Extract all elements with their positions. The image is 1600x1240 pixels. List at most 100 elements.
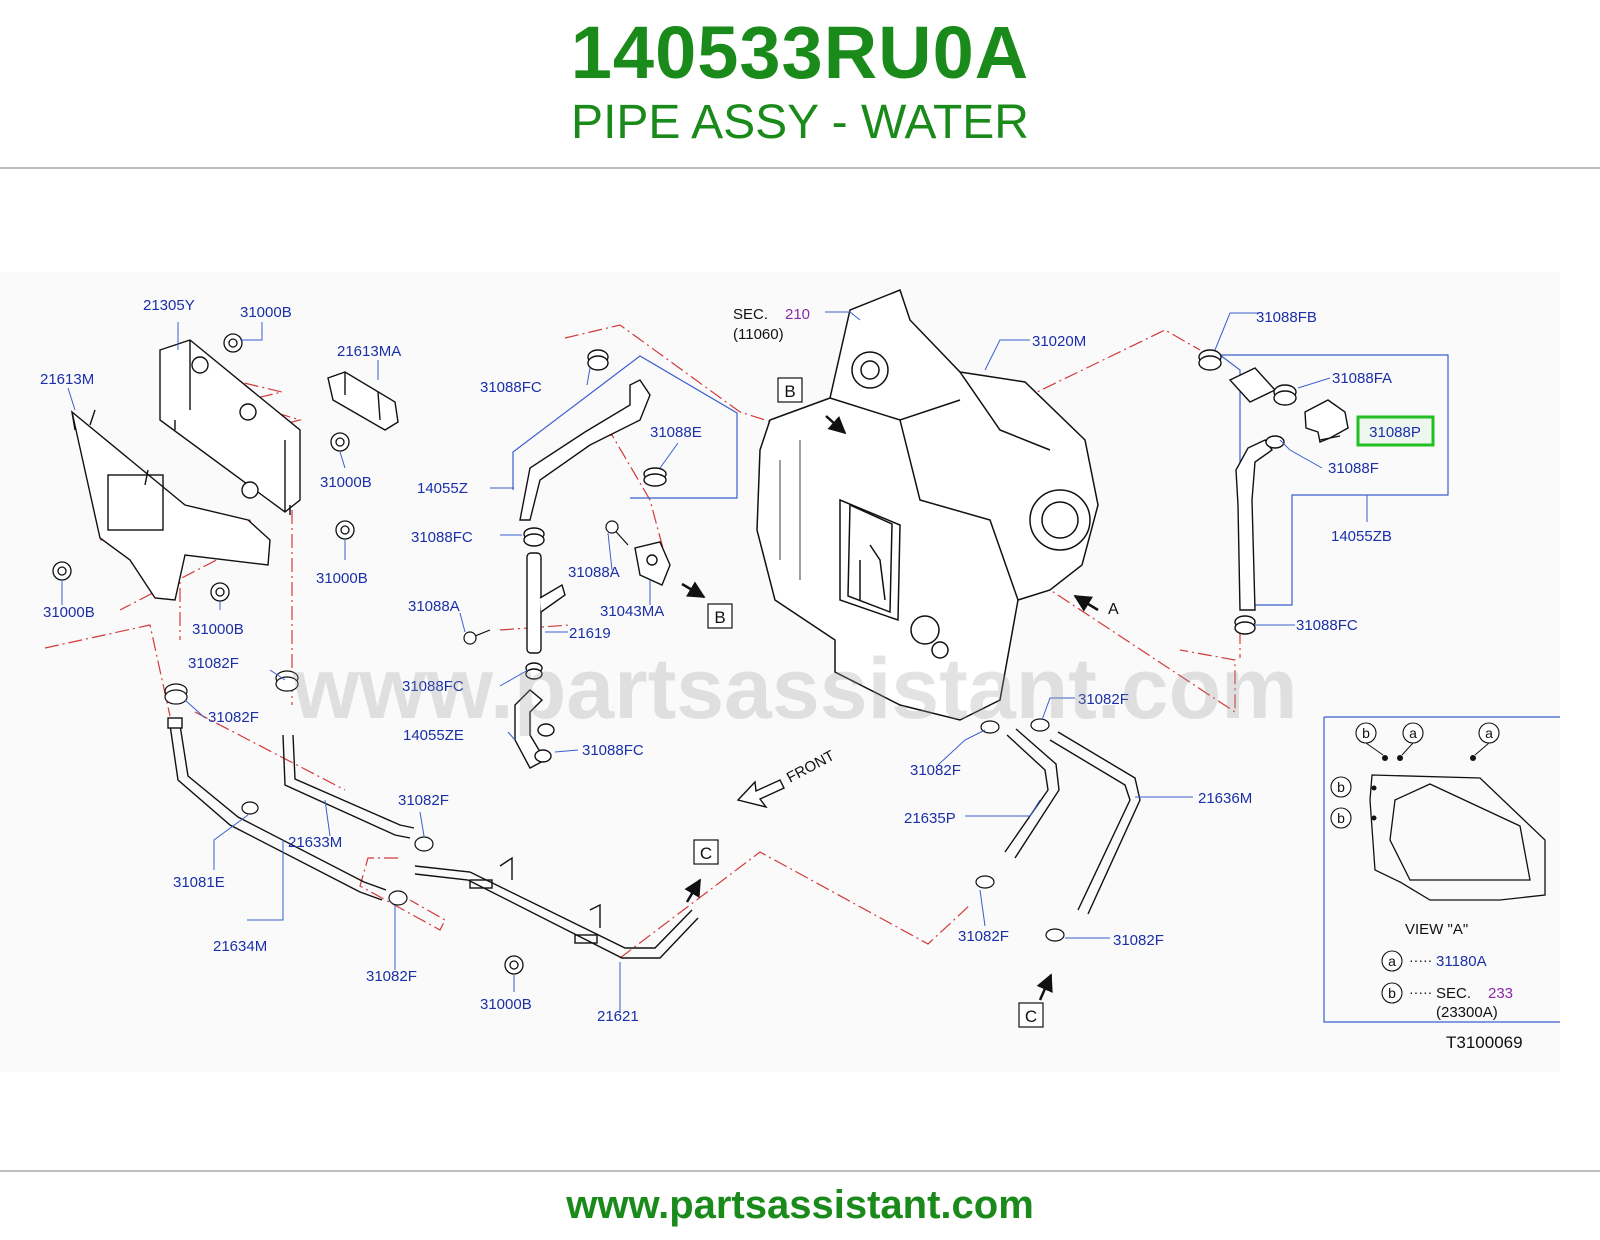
nuts-31000b (52, 333, 524, 975)
callout-21634m: 21634M (213, 938, 267, 955)
callout-31088fa: 31088FA (1332, 370, 1392, 387)
legend-b-sub: (23300A) (1436, 1004, 1498, 1021)
callout-31088fc-d: 31088FC (582, 742, 644, 759)
callout-31088f: 31088F (1328, 460, 1379, 477)
drawing-id: T3100069 (1446, 1033, 1523, 1052)
bracket-21613m (70, 409, 271, 601)
marker-a-2: a (1485, 725, 1493, 741)
callout-21305y: 21305Y (143, 297, 195, 314)
callout-31082f-d: 31082F (366, 968, 417, 985)
callout-31082f-h: 31082F (1113, 932, 1164, 949)
view-a-marker-leaders (1365, 742, 1490, 756)
callout-labels: 21305Y 31000B 21613M 21613MA 31000B 3100… (40, 297, 1392, 1025)
callout-21613m: 21613M (40, 371, 94, 388)
highlight-box-31088p (1356, 415, 1435, 447)
hose-21635p (1004, 728, 1060, 859)
legend-a-value: 31180A (1436, 953, 1487, 970)
hose-14055z (519, 349, 667, 547)
callout-31088e: 31088E (650, 424, 702, 441)
callout-31000b-a: 31000B (240, 304, 292, 321)
callout-31081e: 31081E (173, 874, 225, 891)
view-a-cover (1369, 755, 1546, 901)
callout-31082f-f: 31082F (910, 762, 961, 779)
callout-31082f-c: 31082F (398, 792, 449, 809)
fitting-31088p (1304, 399, 1349, 443)
transmission-31020m (756, 289, 1099, 721)
pipe-21619 (525, 552, 566, 680)
callout-leaders (61, 311, 1368, 1012)
view-ref-boxes (693, 377, 1044, 1028)
callout-21635p: 21635P (904, 810, 956, 827)
hose-21636m (1049, 731, 1141, 915)
callout-31000b-c: 31000B (316, 570, 368, 587)
direction-arrows (681, 415, 1099, 1001)
callout-31000b-b: 31000B (320, 474, 372, 491)
callout-14055z: 14055Z (417, 480, 468, 497)
hose-21633m (282, 734, 415, 839)
view-ref-c-left: C (700, 844, 712, 863)
callout-31000b-e: 31000B (192, 621, 244, 638)
callout-31088fb: 31088FB (1256, 309, 1317, 326)
marker-a-1: a (1409, 725, 1417, 741)
marker-b-2: b (1337, 779, 1345, 795)
callout-21633m: 21633M (288, 834, 342, 851)
callout-31043ma: 31043MA (600, 603, 664, 620)
sec-210-sub: (11060) (733, 326, 784, 343)
sec-210-number: 210 (785, 306, 810, 323)
watermark-text: www.partsassistant.com (291, 641, 1297, 737)
legend-b-dots: ····· (1409, 984, 1432, 1000)
view-ref-a: A (1108, 601, 1119, 618)
hose-14055zb (1198, 349, 1297, 635)
hose-21634m (167, 717, 387, 901)
callout-31088a-a: 31088A (568, 564, 620, 581)
callout-31000b-f: 31000B (480, 996, 532, 1013)
callout-31082f-g: 31082F (958, 928, 1009, 945)
tank-21305y (159, 339, 301, 515)
clamps-31082f-right (975, 718, 1065, 942)
callout-31088fc-b: 31088FC (411, 529, 473, 546)
exploded-parts-diagram: B B C C A FRONT 21 (0, 272, 1560, 1072)
sec-210-label: SEC. (733, 306, 768, 323)
view-ref-b-mid: B (714, 608, 725, 627)
callout-31082f-b: 31082F (208, 709, 259, 726)
marker-b-1: b (1362, 725, 1370, 741)
callout-21636m: 21636M (1198, 790, 1252, 807)
callout-21613ma: 21613MA (337, 343, 401, 360)
view-ref-c-right: C (1025, 1007, 1037, 1026)
callout-21619: 21619 (569, 625, 611, 642)
bracket-21613ma (327, 371, 399, 431)
view-ref-b-top: B (784, 382, 795, 401)
callout-31082f-a: 31082F (188, 655, 239, 672)
legend-a-dots: ····· (1409, 952, 1432, 968)
bolts-31088a (463, 520, 629, 645)
footer-divider (0, 1170, 1600, 1172)
callout-31088fc-c: 31088FC (402, 678, 464, 695)
legend-b-label: SEC. (1436, 985, 1471, 1002)
callout-31088fc-a: 31088FC (480, 379, 542, 396)
hose-14055ze (514, 689, 555, 769)
callout-14055zb: 14055ZB (1331, 528, 1392, 545)
page-header: 140533RU0A PIPE ASSY - WATER (0, 0, 1600, 170)
pipe-21621 (414, 856, 699, 959)
callout-14055ze: 14055ZE (403, 727, 464, 744)
clamps-31082f-left (164, 670, 434, 906)
part-number-title: 140533RU0A (570, 11, 1030, 94)
part-name-subtitle: PIPE ASSY - WATER (571, 96, 1029, 149)
legend-marker-a: a (1388, 953, 1396, 969)
footer-website[interactable]: www.partsassistant.com (566, 1183, 1034, 1227)
callout-31088a-b: 31088A (408, 598, 460, 615)
legend-b-number: 233 (1488, 985, 1513, 1002)
callout-31000b-d: 31000B (43, 604, 95, 621)
bracket-31043ma (634, 541, 671, 586)
view-a-marker-letters: b a a b b a b (1337, 725, 1493, 1001)
callout-31088p[interactable]: 31088P (1369, 424, 1421, 441)
front-arrow-icon (736, 779, 785, 809)
legend-marker-b: b (1388, 985, 1396, 1001)
group-frames (512, 354, 1560, 1023)
view-a-title: VIEW "A" (1405, 921, 1468, 938)
callout-31082f-e: 31082F (1078, 691, 1129, 708)
marker-b-3: b (1337, 810, 1345, 826)
header-divider (0, 167, 1600, 169)
callout-31088fc-e: 31088FC (1296, 617, 1358, 634)
callout-21621: 21621 (597, 1008, 639, 1025)
